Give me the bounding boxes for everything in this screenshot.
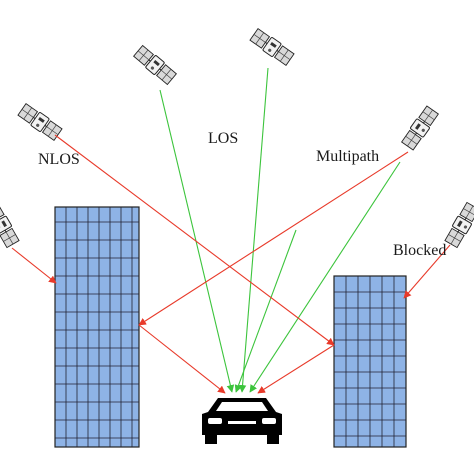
satellite-icon <box>248 27 296 67</box>
label-blocked: Blocked <box>393 242 446 259</box>
satellite-icon <box>443 201 474 249</box>
satellite-icon <box>0 201 21 249</box>
building-right <box>333 275 407 448</box>
label-multipath: Multipath <box>316 148 379 165</box>
label-nlos: NLOS <box>38 151 80 168</box>
satellite-icon <box>400 104 440 152</box>
building-left <box>54 206 140 448</box>
label-los: LOS <box>208 130 238 147</box>
car-icon <box>202 398 282 444</box>
satellite-icon <box>132 44 178 86</box>
nlos-rays <box>11 134 451 394</box>
